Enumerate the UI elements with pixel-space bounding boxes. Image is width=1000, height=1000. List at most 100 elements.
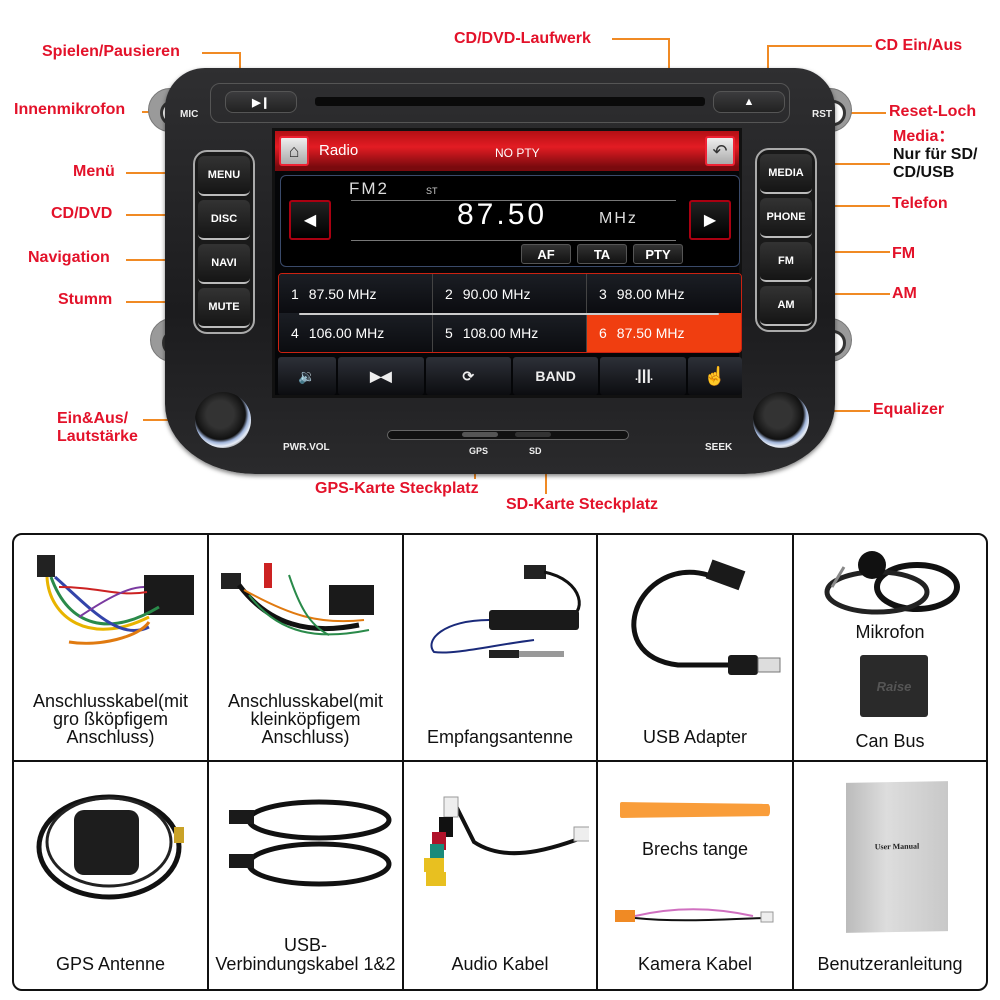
- callout-play-pause: Spielen/Pausieren: [42, 43, 180, 60]
- leader-line: [800, 410, 870, 412]
- preset-number: 6: [599, 324, 607, 341]
- wiring-harness-image: [37, 555, 194, 645]
- touch-button[interactable]: ☝: [687, 357, 743, 395]
- accessory-label: Benutzeranleitung: [817, 954, 963, 974]
- pty-button[interactable]: PTY: [633, 244, 683, 264]
- canbus-box-image: Raise: [860, 655, 928, 717]
- band-button[interactable]: BAND: [512, 357, 599, 395]
- divider: [351, 240, 676, 241]
- callout-equalizer: Equalizer: [873, 401, 945, 418]
- callout-power-volume: Ein&Aus/: [57, 410, 129, 427]
- seek-label: SEEK: [705, 442, 733, 453]
- callout-am: AM: [892, 285, 917, 302]
- chevron-left-icon: ◀: [303, 212, 317, 229]
- leader-line: [202, 52, 240, 54]
- frequency-unit: MHz: [599, 210, 638, 227]
- fm-button[interactable]: FM: [760, 242, 812, 282]
- accessory-usb-cables: USB- Verbindungskabel 1&2: [209, 762, 404, 989]
- accessory-mic-canbus: Mikrofon Raise Can Bus: [794, 535, 986, 762]
- equalizer-button[interactable]: .┃┃┃.: [600, 357, 686, 395]
- disc-button[interactable]: DISC: [198, 200, 250, 240]
- ta-button[interactable]: TA: [577, 244, 627, 264]
- chevron-right-icon: ▶: [703, 212, 717, 229]
- seek-equalizer-knob[interactable]: [753, 392, 809, 448]
- seek-next-button[interactable]: ▶: [689, 200, 731, 240]
- screen-toolbar: 🔉 ▶◀ ⟳ BAND .┃┃┃. ☝: [278, 357, 743, 395]
- accessory-label: Anschlusskabel(mit: [32, 691, 189, 711]
- accessories-grid: Anschlusskabel(mit gro ßköpfigem Anschlu…: [12, 533, 988, 991]
- manual-title: User Manual: [874, 841, 920, 852]
- home-button[interactable]: ⌂: [279, 136, 309, 166]
- af-button[interactable]: AF: [521, 244, 571, 264]
- screen-header: ⌂ Radio NO PTY ↶: [275, 131, 739, 171]
- preset-number: 1: [291, 285, 299, 302]
- preset-6-active[interactable]: 6 87.50 MHz: [587, 313, 741, 352]
- divider: [351, 200, 676, 201]
- leader-line: [806, 163, 890, 165]
- camera-cable-image: [615, 908, 774, 923]
- sd-card-slot[interactable]: [515, 432, 551, 437]
- top-bezel: [210, 83, 790, 123]
- manual-image: User Manual: [846, 781, 948, 933]
- accessory-antenna-adapter: Empfangsantenne: [404, 535, 598, 762]
- balance-button[interactable]: ▶◀: [338, 357, 424, 395]
- callout-sd-slot: SD-Karte Steckplatz: [506, 496, 659, 513]
- callout-media-title: Media：: [893, 128, 955, 145]
- power-volume-knob[interactable]: [195, 392, 251, 448]
- seek-prev-button[interactable]: ◀: [289, 200, 331, 240]
- accessory-gps-antenna: GPS Antenne: [14, 762, 209, 989]
- callout-media-note: CD/USB: [893, 164, 955, 181]
- accessory-label: Empfangsantenne: [426, 727, 574, 747]
- accessory-harness-small: Anschlusskabel(mit kleinköpfigem Anschlu…: [209, 535, 404, 762]
- menu-button[interactable]: MENU: [198, 156, 250, 196]
- callout-menu: Menü: [73, 163, 115, 180]
- gps-card-slot[interactable]: [462, 432, 498, 437]
- gps-antenna-image: [36, 794, 184, 900]
- cd-dvd-slot[interactable]: [315, 97, 705, 106]
- leader-line: [806, 205, 890, 207]
- eject-button[interactable]: ▲: [713, 91, 785, 113]
- mic-label: MIC: [180, 109, 199, 120]
- right-button-column: MEDIA PHONE FM AM: [755, 148, 817, 332]
- accessory-label: Audio Kabel: [451, 954, 549, 974]
- gps-slot-label: GPS: [469, 446, 489, 456]
- callout-phone: Telefon: [892, 195, 948, 212]
- card-slot-bezel: [387, 430, 629, 440]
- callout-power-volume: Lautstärke: [57, 428, 138, 445]
- callout-cd-dvd-drive: CD/DVD-Laufwerk: [454, 30, 591, 47]
- pwr-vol-label: PWR.VOL: [283, 442, 330, 453]
- preset-number: 2: [445, 285, 453, 302]
- callout-gps-slot: GPS-Karte Steckplatz: [315, 480, 479, 497]
- save-scan-button[interactable]: ⟳: [425, 357, 511, 395]
- leader-line: [806, 251, 890, 253]
- navi-button[interactable]: NAVI: [198, 244, 250, 284]
- leader-line: [836, 112, 886, 114]
- accessory-label: Kamera Kabel: [637, 954, 753, 974]
- touch-hand-icon: ☝: [703, 365, 727, 386]
- phone-button[interactable]: PHONE: [760, 198, 812, 238]
- callout-cd-dvd: CD/DVD: [51, 205, 113, 222]
- leader-line: [767, 45, 872, 47]
- callout-reset-hole: Reset-Loch: [889, 103, 977, 120]
- accessory-label: GPS Antenne: [55, 954, 166, 974]
- usb-adapter-image: [631, 559, 781, 675]
- volume-button[interactable]: 🔉: [278, 357, 337, 395]
- pry-tool-image: [620, 802, 770, 818]
- media-button[interactable]: MEDIA: [760, 154, 812, 194]
- play-pause-button[interactable]: ▶❙: [225, 91, 297, 113]
- mute-button[interactable]: MUTE: [198, 288, 250, 328]
- back-button[interactable]: ↶: [705, 136, 735, 166]
- preset-frequency: 90.00 MHz: [462, 285, 531, 302]
- antenna-adapter-image: [430, 565, 581, 658]
- preset-frequency: 98.00 MHz: [616, 285, 685, 302]
- preset-frequency: 87.50 MHz: [616, 324, 685, 341]
- pty-status: NO PTY: [495, 146, 540, 160]
- back-icon: ↶: [712, 140, 728, 161]
- preset-2[interactable]: 2 90.00 MHz: [433, 274, 587, 313]
- am-button[interactable]: AM: [760, 286, 812, 326]
